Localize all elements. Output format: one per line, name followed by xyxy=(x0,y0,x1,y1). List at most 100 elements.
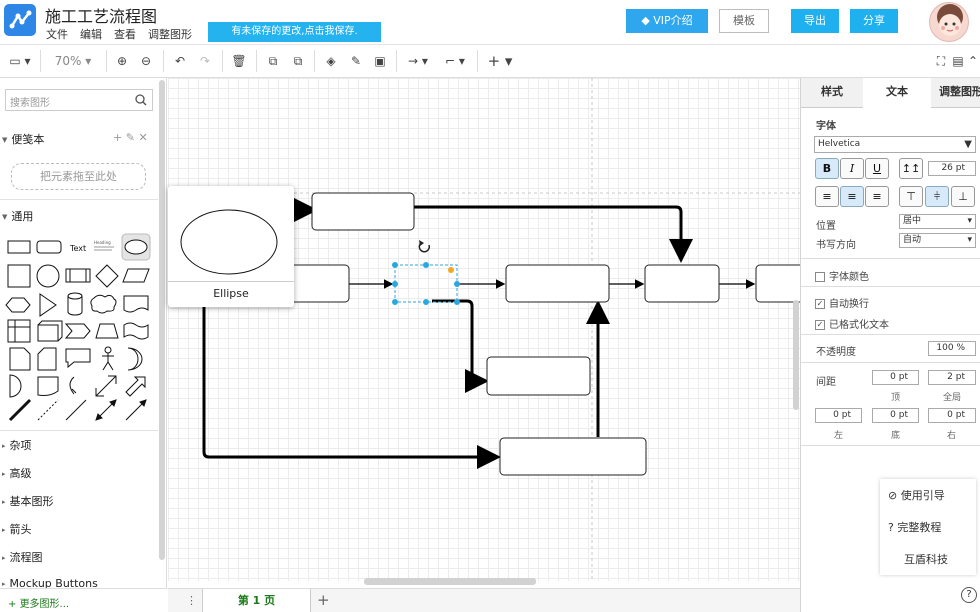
divider xyxy=(801,362,980,363)
formatted-text-label: 已格式化文本 xyxy=(829,320,889,331)
user-avatar[interactable] xyxy=(929,2,969,42)
section-flowchart[interactable]: ▸流程图 xyxy=(2,549,43,565)
align-middle-icon[interactable]: ⫩ xyxy=(925,186,949,207)
menu-arrange[interactable]: 调整图形 xyxy=(148,28,192,41)
connector xyxy=(202,300,501,469)
close-icon[interactable]: ✕ xyxy=(138,131,148,144)
line-color-icon[interactable]: ✎ xyxy=(350,54,362,68)
document-title[interactable]: 施工工艺流程图 xyxy=(45,7,158,26)
align-center-icon[interactable]: ≡ xyxy=(840,186,864,207)
triangle-right-icon: ▸ xyxy=(2,442,6,450)
add-icon[interactable]: + xyxy=(113,131,123,144)
section-arrows[interactable]: ▸箭头 xyxy=(2,521,32,537)
guide-link[interactable]: ⊘ 使用引导 xyxy=(888,487,945,503)
spacing-right-input[interactable]: 0 pt xyxy=(928,408,976,423)
menu-bar: 文件编辑查看调整图形 xyxy=(46,26,204,42)
section-advanced[interactable]: ▸高级 xyxy=(2,465,32,481)
position-select[interactable]: 居中▾ xyxy=(899,214,976,229)
connection-icon[interactable]: → ▾ xyxy=(408,54,428,68)
undo-icon[interactable]: ↶ xyxy=(174,54,186,68)
zoom-value: 70% xyxy=(54,54,82,68)
general-header[interactable]: ▼通用 xyxy=(2,208,33,224)
dropdown-arrow-icon: ▾ xyxy=(967,235,972,245)
auto-wrap-checkbox[interactable]: ✓ xyxy=(815,299,825,309)
canvas-hscrollbar[interactable] xyxy=(364,578,536,585)
help-icon[interactable]: ? xyxy=(961,587,977,603)
waypoint-icon[interactable]: ⌐ ▾ xyxy=(445,54,465,68)
share-button[interactable]: 分享 xyxy=(850,9,898,33)
menu-view[interactable]: 查看 xyxy=(114,28,136,41)
section-basic[interactable]: ▸基本图形 xyxy=(2,493,54,509)
collapse-icon[interactable]: ⌃ xyxy=(967,54,979,68)
font-color-option[interactable]: 字体颜色 xyxy=(815,268,869,283)
page-tab[interactable]: 第 1 页 xyxy=(202,589,311,612)
fill-color-icon[interactable]: ◈ xyxy=(326,54,336,68)
selected-node xyxy=(394,264,458,303)
tab-style[interactable]: 样式 xyxy=(801,78,863,108)
spacing-left-input[interactable]: 0 pt xyxy=(815,408,862,423)
spacing-top-input[interactable]: 0 pt xyxy=(872,370,919,385)
half-circle-shape xyxy=(9,374,22,398)
spacing-bottom-input[interactable]: 0 pt xyxy=(872,408,919,423)
scratchpad-header[interactable]: ▼便笺本 xyxy=(2,131,44,147)
scratchpad-actions: + ✎ ✕ xyxy=(113,131,148,144)
sidebar-scrollbar[interactable] xyxy=(159,80,165,560)
align-left-icon[interactable]: ≡ xyxy=(815,186,839,207)
template-button[interactable]: 模板 xyxy=(719,9,769,33)
position-value: 居中 xyxy=(903,216,922,226)
align-right-icon[interactable]: ≡ xyxy=(865,186,889,207)
app-logo-icon xyxy=(4,4,36,36)
delete-icon[interactable]: 🗑 xyxy=(231,54,247,68)
general-shapes-grid[interactable]: Text Heading xyxy=(4,232,156,426)
panel-toggle-icon[interactable]: ▭ ▾ xyxy=(9,54,31,68)
zoom-out-icon[interactable]: ⊖ xyxy=(140,54,152,68)
page-menu-icon[interactable]: ⋮ xyxy=(186,594,197,607)
underline-button[interactable]: U xyxy=(865,158,889,179)
font-size-input[interactable]: 26 pt xyxy=(928,161,976,176)
spacing-global-input[interactable]: 2 pt xyxy=(928,370,976,385)
tutorial-link[interactable]: ? 完整教程 xyxy=(888,519,941,535)
redo-icon[interactable]: ↷ xyxy=(199,54,211,68)
general-title: 通用 xyxy=(11,210,34,223)
scratchpad-dropzone[interactable]: 把元素拖至此处 xyxy=(11,163,146,190)
formatted-text-option[interactable]: ✓ 已格式化文本 xyxy=(815,316,889,331)
formatted-text-checkbox[interactable]: ✓ xyxy=(815,320,825,330)
auto-wrap-option[interactable]: ✓自动换行 xyxy=(815,295,869,310)
unsaved-notice-button[interactable]: 有未保存的更改,点击我保存. xyxy=(208,22,381,42)
italic-button[interactable]: I xyxy=(840,158,864,179)
vertical-text-icon[interactable]: ↥↥ xyxy=(899,158,923,179)
fullscreen-icon[interactable]: ⛶ xyxy=(936,54,946,68)
zoom-select[interactable]: 70% ▾ xyxy=(54,54,92,68)
to-front-icon[interactable]: ⧉ xyxy=(268,54,278,68)
divider xyxy=(801,445,980,446)
search-input[interactable]: 搜索图形 xyxy=(5,89,153,111)
font-color-checkbox[interactable] xyxy=(815,272,825,282)
divider xyxy=(801,334,980,335)
diagram-canvas[interactable] xyxy=(168,78,800,581)
opacity-input[interactable]: 100 % xyxy=(928,341,976,356)
export-button[interactable]: 导出 xyxy=(791,9,839,33)
zoom-in-icon[interactable]: ⊕ xyxy=(116,54,128,68)
font-family-select[interactable]: Helvetica▼ xyxy=(814,136,976,153)
menu-edit[interactable]: 编辑 xyxy=(80,28,102,41)
edit-icon[interactable]: ✎ xyxy=(125,131,135,144)
tab-arrange[interactable]: 调整图形 xyxy=(931,78,980,108)
direction-select[interactable]: 自动▾ xyxy=(899,233,976,248)
vip-button[interactable]: ◆ VIP介绍 xyxy=(626,9,708,33)
to-back-icon[interactable]: ⧉ xyxy=(293,54,303,68)
insert-icon[interactable]: + ▾ xyxy=(487,52,513,70)
canvas-vscrollbar[interactable] xyxy=(793,300,799,410)
add-page-icon[interactable]: + xyxy=(317,591,330,609)
bold-button[interactable]: B xyxy=(815,158,839,179)
align-bottom-icon[interactable]: ⊥ xyxy=(951,186,975,207)
more-shapes-button[interactable]: + 更多图形... xyxy=(8,599,70,610)
format-panel-icon[interactable]: ▤ xyxy=(952,54,964,68)
company-link[interactable]: 互盾科技 xyxy=(904,553,948,566)
align-top-icon[interactable]: ⊤ xyxy=(899,186,923,207)
tab-text[interactable]: 文本 xyxy=(863,78,931,108)
section-misc[interactable]: ▸杂项 xyxy=(2,437,32,453)
shadow-icon[interactable]: ▣ xyxy=(374,54,386,68)
section-mockup-buttons[interactable]: ▸Mockup Buttons xyxy=(2,577,98,590)
menu-file[interactable]: 文件 xyxy=(46,28,68,41)
guide-label: 使用引导 xyxy=(900,489,945,502)
